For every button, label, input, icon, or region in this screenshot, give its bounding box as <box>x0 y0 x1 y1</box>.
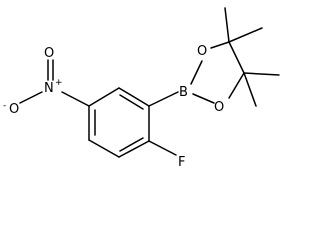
charge-nitrogen: + <box>55 78 63 88</box>
ring-bond-c5-c6 <box>88 87 120 107</box>
methyl-bond-1 <box>224 7 230 43</box>
atom-nitrogen: N <box>44 81 54 96</box>
methyl-bond-4 <box>243 72 257 107</box>
atom-oxygen-upper: O <box>197 44 207 59</box>
bond-c-b <box>148 91 179 107</box>
bond-b-o-lower <box>192 93 215 104</box>
bond-o-upper-c <box>210 41 230 49</box>
bonds <box>19 7 280 158</box>
bond-c-c-ring <box>228 41 245 74</box>
atom-labels: F B O O N + O O - <box>3 44 224 170</box>
ring-bond-c6-c1 <box>118 87 150 107</box>
ring-inner-bond-2 <box>119 137 144 152</box>
bond-c-f <box>148 140 177 156</box>
bond-b-o-upper <box>190 60 203 85</box>
atom-oxygen-lower: O <box>214 100 224 115</box>
bond-c-n <box>61 91 90 107</box>
atom-fluorine: F <box>178 155 185 170</box>
ring-bond-c3-c4 <box>88 139 120 158</box>
atom-boron: B <box>179 85 188 100</box>
atom-oxygen-nitro-left: O <box>9 102 19 117</box>
ring-inner-bond-1 <box>119 94 144 110</box>
ring-bond-c2-c3 <box>118 140 150 158</box>
bond-o-lower-c <box>228 72 245 99</box>
structure-diagram: F B O O N + O O - <box>3 7 280 170</box>
methyl-bond-2 <box>228 27 263 43</box>
charge-oxygen-nitro-left: - <box>3 101 6 111</box>
atom-oxygen-nitro-top: O <box>44 46 54 61</box>
bond-n-o-single <box>19 91 43 104</box>
methyl-bond-3 <box>243 72 280 76</box>
